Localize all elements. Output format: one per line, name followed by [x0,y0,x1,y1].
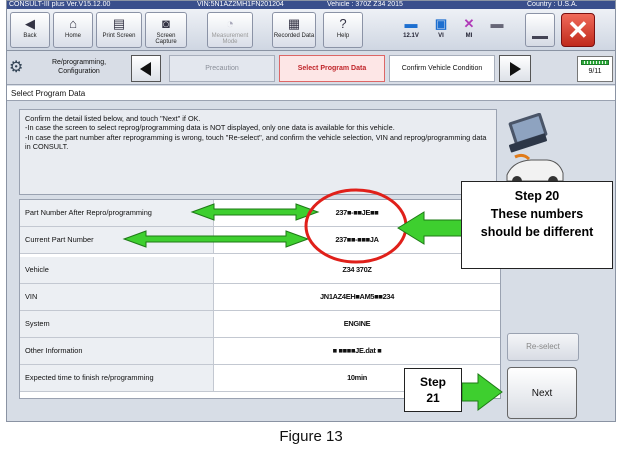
measurement-mode-button[interactable]: ◔ Measurement Mode [207,12,253,48]
back-arrow-icon: ◀ [25,16,35,31]
row-label: VIN [20,284,214,310]
table-row: Expected time to finish re/programming 1… [20,365,500,392]
figure-caption: Figure 13 [279,428,343,445]
row-label: Expected time to finish re/programming [20,365,214,391]
step20-callout: Step 20 These numbers should be differen… [461,181,613,269]
instruction-line: -In case the screen to select reprog/pro… [25,123,395,133]
help-icon: ? [339,16,347,31]
measurement-mode-label: Measurement Mode [211,33,249,45]
camera-icon: ◙ [162,16,170,31]
row-value: 10min [347,373,367,382]
home-label: Home [64,33,81,39]
back-button[interactable]: ◀ Back [10,12,50,48]
breadcrumb-forward-button[interactable] [499,55,531,82]
folder-icon: ▦ [287,16,301,31]
row-value: 237■-■■JE■■ [335,208,379,217]
step20-line: should be different [480,225,594,239]
row-value: JN1AZ4EH■AM5■■234 [319,292,394,301]
row-value: ENGINE [343,319,371,328]
monitor-icon: ▬ [490,16,504,31]
table-row: Current Part Number 237■■-■■■JA [20,227,500,254]
step20-line: These numbers [490,207,584,221]
vi-status: ▣ VI [429,13,453,39]
home-icon: ⌂ [69,16,77,31]
help-button[interactable]: ? Help [323,12,363,48]
recorded-data-button[interactable]: ▦ Recorded Data [272,12,316,48]
printer-icon: ▤ [112,16,126,31]
breadcrumb: ⚙ Re/programming, Configuration Precauti… [7,52,615,85]
vi-label: VI [438,33,444,39]
table-row: Vehicle Z34 370Z [20,257,500,284]
program-data-table: Part Number After Repro/programming 237■… [19,199,501,399]
row-value: 237■■-■■■JA [335,235,379,244]
step-precaution[interactable]: Precaution [169,55,275,82]
close-button[interactable]: ✕ [561,13,595,47]
mode-label: Re/programming, Configuration [51,59,107,75]
minimize-button[interactable] [525,13,555,47]
mi-label: MI [465,33,473,39]
step21-line: Step [419,375,446,389]
home-button[interactable]: ⌂ Home [53,12,93,48]
screen-capture-button[interactable]: ◙ Screen Capture [145,12,187,48]
table-row: Part Number After Repro/programming 237■… [20,200,500,227]
status-indicators: ▬ 12.1V ▣ VI ✕ MI ▬ [399,13,549,47]
title-vin: VIN:5N1AZ2MH1FN201204 [197,1,284,8]
row-value: ■ ■■■■JE.dat ■ [332,346,382,355]
voltage-readout: 12.1V [403,33,419,39]
instruction-box: Confirm the detail listed below, and tou… [19,109,497,195]
print-screen-label: Print Screen [102,33,136,39]
step20-title: Step 20 [514,189,560,203]
app-title: CONSULT-III plus Ver.V15.12.00 [9,1,111,8]
title-bar: CONSULT-III plus Ver.V15.12.00 VIN:5N1AZ… [7,1,615,9]
row-label: Vehicle [20,257,214,283]
instruction-line: -In case the part number after reprogram… [25,132,487,152]
row-label: System [20,311,214,337]
reselect-button[interactable]: Re-select [507,333,579,361]
extra-status: ▬ [485,13,509,33]
laptop-car-illustration [506,113,564,186]
close-icon: ✕ [567,15,589,45]
meter-icon: ◔ [226,16,234,31]
breadcrumb-back-button[interactable] [131,55,161,82]
vehicle-interface-icon: ▣ [434,16,448,31]
battery-status: ▬ 12.1V [399,13,423,39]
back-label: Back [23,33,37,39]
recorded-data-label: Recorded Data [273,33,315,39]
next-button[interactable]: Next [507,367,577,419]
screen-capture-label: Screen Capture [155,33,177,45]
print-screen-button[interactable]: ▤ Print Screen [96,12,142,48]
mi-status: ✕ MI [457,13,481,39]
table-row: System ENGINE [20,311,500,338]
instruction-line: Confirm the detail listed below, and tou… [25,114,201,123]
page-title: Select Program Data [7,86,615,101]
step-confirm-vehicle-condition[interactable]: Confirm Vehicle Condition [389,55,495,82]
table-row: VIN JN1AZ4EH■AM5■■234 [20,284,500,311]
step21-callout: Step 21 [404,368,462,412]
row-label: Part Number After Repro/programming [20,200,214,226]
wrench-icon: ⚙ [9,59,24,76]
page-indicator: 9/11 [577,56,613,82]
page-progress-bar [581,60,609,65]
step21-line: 21 [426,391,440,405]
table-row: Other Information ■ ■■■■JE.dat ■ [20,338,500,365]
toolbar: ◀ Back ⌂ Home ▤ Print Screen ◙ Screen Ca… [7,9,615,51]
step-select-program-data: Select Program Data [279,55,385,82]
mi-disconnected-icon: ✕ [463,16,475,31]
help-label: Help [336,33,350,39]
title-vehicle: Vehicle : 370Z Z34 2015 [327,1,403,8]
title-country: Country : U.S.A. [527,1,578,8]
row-label: Other Information [20,338,214,364]
page-number: 9/11 [588,68,602,75]
row-value: Z34 370Z [342,265,372,274]
battery-icon: ▬ [404,16,418,31]
row-label: Current Part Number [20,227,214,253]
mode-indicator: ⚙ Re/programming, Configuration [9,55,127,82]
